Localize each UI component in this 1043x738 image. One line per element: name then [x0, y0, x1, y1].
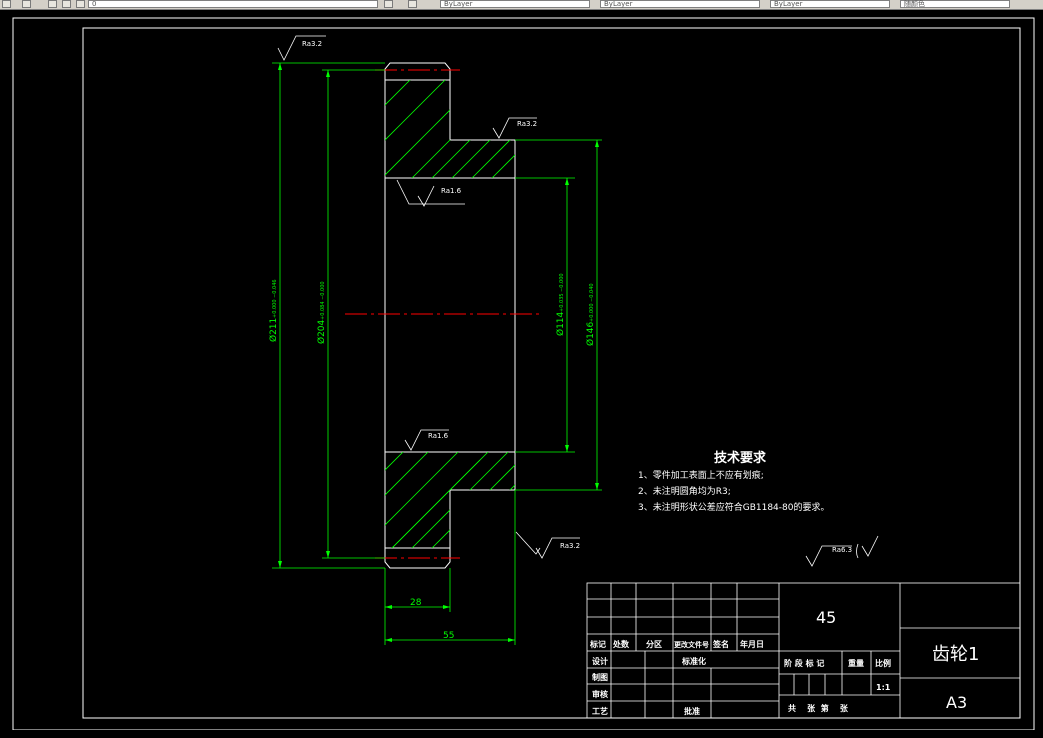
hatch-top [385, 80, 515, 178]
sheet-size: A3 [946, 693, 967, 712]
label-zone: 分区 [646, 639, 662, 649]
label-design: 设计 [592, 656, 608, 666]
ra-right-bottom: Ra3.2 [560, 542, 580, 550]
title-block-values: 45 齿轮1 A3 [816, 608, 979, 712]
title-block-labels: 标记 处数 分区 更改文件号 签名 年月日 设计 标准化 制图 审核 工艺 批准… [589, 639, 891, 716]
dim-root-diameter: Ø204 [316, 319, 327, 344]
label-change-doc: 更改文件号 [674, 640, 709, 649]
scale-value: 1:1 [876, 683, 891, 692]
label-drawing: 制图 [592, 672, 608, 682]
label-approve: 批准 [684, 706, 700, 716]
technical-notes: 技术要求 1、零件加工表面上不应有划痕; 2、未注明圆角均为R3; 3、未注明形… [638, 450, 829, 513]
label-stage-mark: 阶 段 标 记 [784, 658, 824, 668]
lock-icon[interactable] [76, 0, 85, 8]
sheet-inner-frame [82, 27, 1021, 719]
dim-rim-width: 28 [410, 598, 422, 608]
material-value: 45 [816, 608, 836, 627]
dim-hub-tol: +0.000 −0.040 [589, 283, 595, 322]
layer-previous-icon[interactable] [408, 0, 417, 8]
label-count: 处数 [612, 639, 630, 649]
layer-state-icon[interactable] [2, 0, 11, 8]
bulb-icon[interactable] [48, 0, 57, 8]
ra-other: Ra6.3 [832, 546, 852, 554]
dimension-arrows [278, 63, 599, 642]
make-current-icon[interactable] [384, 0, 393, 8]
note-2: 2、未注明圆角均为R3; [638, 485, 731, 497]
dim-root-tol: +0.084 −0.000 [320, 281, 326, 320]
command-area[interactable] [0, 730, 1043, 738]
ra-bore-top: Ra1.6 [441, 187, 462, 195]
label-date: 年月日 [740, 639, 764, 649]
note-1: 1、零件加工表面上不应有划痕; [638, 469, 764, 481]
dim-outer-diameter: Ø211 [268, 318, 279, 342]
layer-combo[interactable]: 0 [88, 0, 378, 8]
label-sheets: 共 张 第 张 [788, 703, 849, 713]
dim-outer-tol: +0.000 −0.046 [272, 279, 278, 318]
linetype-combo[interactable]: ByLayer [600, 0, 760, 8]
label-mark: 标记 [589, 639, 606, 649]
part-name: 齿轮1 [932, 644, 979, 665]
gear-section [384, 62, 516, 569]
label-weight: 重量 [848, 658, 864, 668]
color-combo[interactable]: ByLayer [440, 0, 590, 8]
dim-hub-diameter: Ø146 [585, 321, 596, 346]
roughness-symbols [277, 35, 879, 567]
ra-top-left: Ra3.2 [302, 40, 322, 48]
dimension-lines [272, 62, 602, 645]
dim-bore-tol: +0.035 −0.000 [559, 273, 565, 312]
sun-icon[interactable] [62, 0, 71, 8]
dimension-texts: Ø211 +0.000 −0.046 Ø204 +0.084 −0.000 Ø1… [268, 273, 596, 641]
label-standardize: 标准化 [681, 656, 706, 666]
lineweight-combo[interactable]: ByLayer [770, 0, 890, 8]
layer-manager-icon[interactable] [22, 0, 31, 8]
centerlines [345, 69, 540, 559]
note-3: 3、未注明形状公差应符合GB1184-80的要求。 [638, 501, 829, 513]
label-review: 审核 [592, 689, 608, 699]
dim-bore-diameter: Ø114 [555, 311, 566, 336]
ra-right-top: Ra3.2 [517, 120, 537, 128]
title-block [586, 582, 1021, 719]
label-ratio: 比例 [875, 658, 891, 668]
dim-total-width: 55 [443, 631, 454, 641]
label-sign: 签名 [712, 639, 729, 649]
roughness-texts: Ra3.2 Ra3.2 Ra1.6 Ra1.6 Ra3.2 Ra6.3 [302, 40, 852, 554]
label-process: 工艺 [592, 706, 608, 716]
notes-title: 技术要求 [714, 450, 767, 466]
properties-toolbar: 0 ByLayer ByLayer ByLayer 随颜色 [0, 0, 1043, 10]
ra-bore-bottom: Ra1.6 [428, 432, 449, 440]
plotstyle-combo[interactable]: 随颜色 [900, 0, 1010, 8]
